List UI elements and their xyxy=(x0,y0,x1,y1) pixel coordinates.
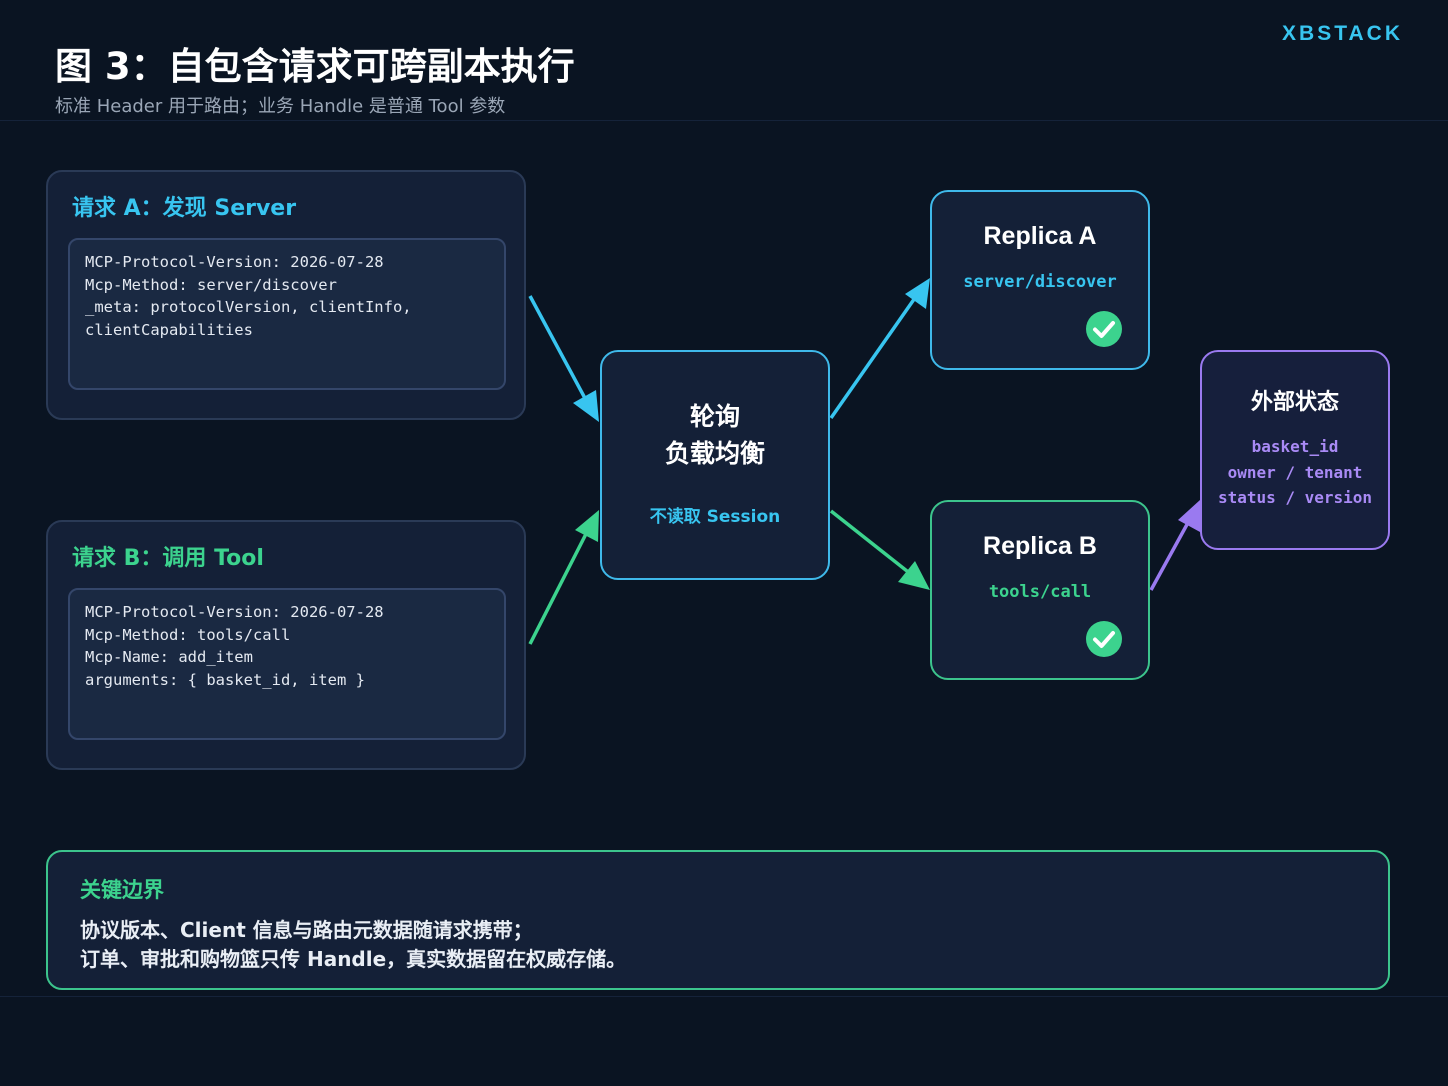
replica-a-node: Replica A server/discover xyxy=(930,190,1150,370)
external-state-fields: basket_id owner / tenant status / versio… xyxy=(1202,434,1388,511)
code-line: Mcp-Name: add_item xyxy=(85,648,253,667)
code-line: clientCapabilities xyxy=(85,321,253,340)
external-state-title: 外部状态 xyxy=(1250,390,1339,415)
code-line: Mcp-Method: server/discover xyxy=(85,275,337,294)
replica-b-title: Replica B xyxy=(983,532,1097,560)
header-divider xyxy=(0,120,1448,121)
code-line: Mcp-Method: tools/call xyxy=(85,625,291,644)
request-a-title: 请求 A：发现 Server xyxy=(72,196,297,221)
lb-note: 不读取 Session xyxy=(649,507,781,527)
replica-b-node: Replica B tools/call xyxy=(930,500,1150,680)
check-circle-icon xyxy=(1086,311,1122,347)
lb-label-line: 轮询 xyxy=(689,402,740,431)
request-b-code: MCP-Protocol-Version: 2026-07-28 Mcp-Met… xyxy=(68,588,506,740)
key-boundary-title: 关键边界 xyxy=(80,878,164,902)
replica-a-method: server/discover xyxy=(963,272,1117,292)
key-boundary-panel: 关键边界 协议版本、Client 信息与路由元数据随请求携带； 订单、审批和购物… xyxy=(46,850,1390,990)
replica-b-method: tools/call xyxy=(988,582,1092,602)
state-field: basket_id xyxy=(1251,437,1339,456)
state-field: owner / tenant xyxy=(1227,462,1363,482)
arrow-request-b-to-lb xyxy=(528,510,599,645)
arrow-request-a-to-lb xyxy=(528,295,599,422)
footer-divider xyxy=(0,996,1448,997)
state-field: status / version xyxy=(1217,488,1373,507)
code-line: MCP-Protocol-Version: 2026-07-28 xyxy=(85,603,384,621)
request-b-title: 请求 B：调用 Tool xyxy=(72,546,264,571)
key-boundary-line: 协议版本、Client 信息与路由元数据随请求携带； xyxy=(80,918,533,942)
external-state-node: 外部状态 basket_id owner / tenant status / v… xyxy=(1200,350,1390,550)
page-subtitle: 标准 Header 用于路由；业务 Handle 是普通 Tool 参数 xyxy=(55,96,506,117)
request-a-code: MCP-Protocol-Version: 2026-07-28 Mcp-Met… xyxy=(68,238,506,390)
replica-a-title: Replica A xyxy=(983,222,1097,250)
code-line: arguments: { basket_id, item } xyxy=(85,671,365,690)
arrow-lb-to-replica-b xyxy=(829,509,930,590)
page-title: 图 3：自包含请求可跨副本执行 xyxy=(55,45,575,88)
arrow-replica-b-to-state xyxy=(1149,500,1200,591)
check-circle-icon xyxy=(1086,621,1122,657)
lb-label-line: 负载均衡 xyxy=(664,439,765,468)
brand-logo: XBSTACK xyxy=(1282,22,1403,45)
request-b-panel: 请求 B：调用 Tool MCP-Protocol-Version: 2026-… xyxy=(46,520,526,770)
code-line: _meta: protocolVersion, clientInfo, xyxy=(85,298,412,317)
request-a-panel: 请求 A：发现 Server MCP-Protocol-Version: 202… xyxy=(46,170,526,420)
arrow-lb-to-replica-a xyxy=(829,278,930,420)
key-boundary-line: 订单、审批和购物篮只传 Handle，真实数据留在权威存储。 xyxy=(80,947,627,971)
load-balancer-node: 轮询 负载均衡 不读取 Session xyxy=(600,350,830,580)
code-line: MCP-Protocol-Version: 2026-07-28 xyxy=(85,253,384,271)
